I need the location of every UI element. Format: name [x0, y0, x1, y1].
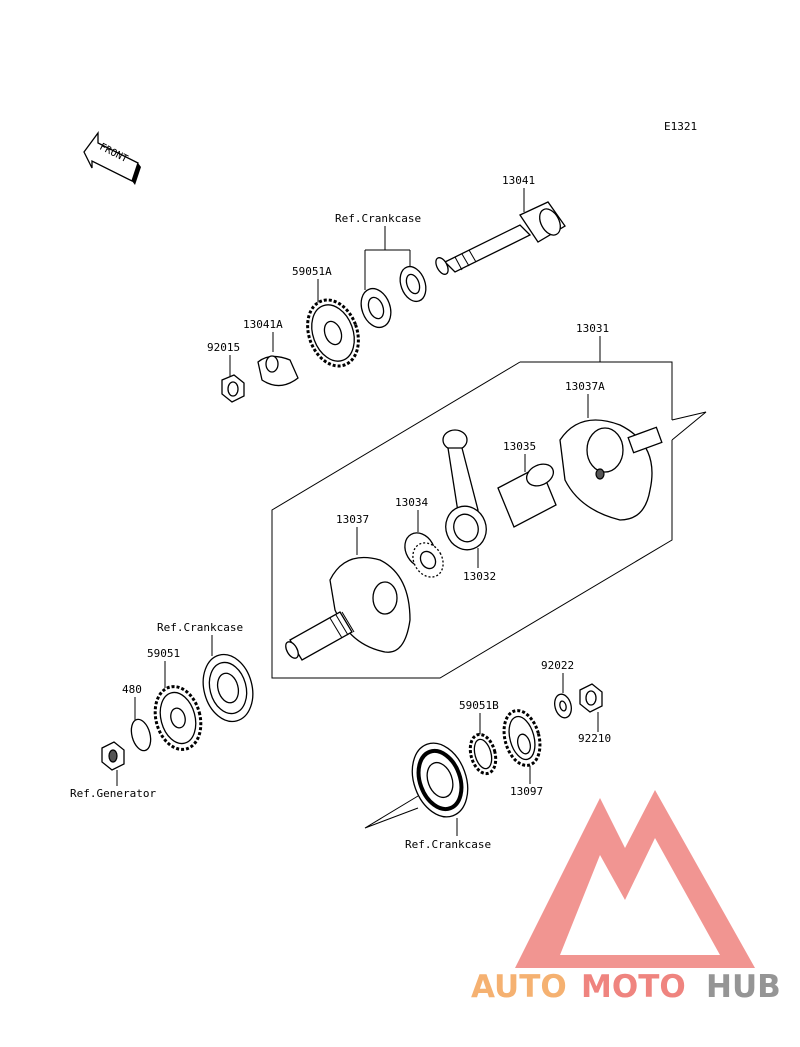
weight-13041A — [257, 355, 299, 387]
label-13034: 13034 — [395, 496, 428, 509]
logo-text-auto: AUTO — [471, 969, 567, 1005]
nut-92210 — [579, 683, 603, 713]
balancer-shaft-13041 — [435, 201, 566, 275]
label-13032: 13032 — [463, 570, 496, 583]
label-92022: 92022 — [541, 659, 574, 672]
nut-generator — [101, 741, 125, 771]
label-92210: 92210 — [578, 732, 611, 745]
label-13041: 13041 — [502, 174, 535, 187]
label-ref-crankcase-top: Ref.Crankcase — [335, 212, 421, 225]
label-13097: 13097 — [510, 785, 543, 798]
label-59051B: 59051B — [459, 699, 499, 712]
logo-text-hub: HUB — [706, 969, 781, 1005]
label-ref-generator: Ref.Generator — [70, 787, 156, 800]
label-92015: 92015 — [207, 341, 240, 354]
front-arrow-icon: FRONT — [83, 131, 141, 185]
logo-text-moto: MOTO — [581, 969, 686, 1005]
bearing-bottom — [411, 742, 469, 818]
connecting-rod-13032 — [442, 429, 487, 551]
gear-59051 — [153, 685, 203, 751]
bearing-top-left — [360, 287, 392, 329]
gear-59051B — [468, 732, 498, 776]
label-13031: 13031 — [576, 322, 609, 335]
label-ref-crankcase-left: Ref.Crankcase — [157, 621, 243, 634]
diagram-code: E1321 — [664, 120, 697, 133]
label-59051: 59051 — [147, 647, 180, 660]
crank-half-13037A — [559, 419, 663, 521]
circlip-480 — [130, 718, 152, 752]
needle-bearing-13034 — [404, 532, 444, 578]
bearing-left — [202, 653, 254, 723]
label-480: 480 — [122, 683, 142, 696]
crankpin-13035 — [497, 463, 557, 528]
label-13037A: 13037A — [565, 380, 605, 393]
gear-59051A — [306, 298, 360, 368]
label-13035: 13035 — [503, 440, 536, 453]
automotohub-logo: AUTO MOTO HUB — [471, 790, 781, 1005]
label-59051A: 59051A — [292, 265, 332, 278]
washer-92022 — [554, 693, 572, 719]
gear-13097 — [502, 709, 542, 767]
nut-92015 — [221, 374, 245, 403]
label-13041A: 13041A — [243, 318, 283, 331]
label-ref-crankcase-bottom: Ref.Crankcase — [405, 838, 491, 851]
bearing-top-right — [399, 265, 427, 303]
label-13037: 13037 — [336, 513, 369, 526]
crank-half-13037 — [285, 556, 411, 661]
